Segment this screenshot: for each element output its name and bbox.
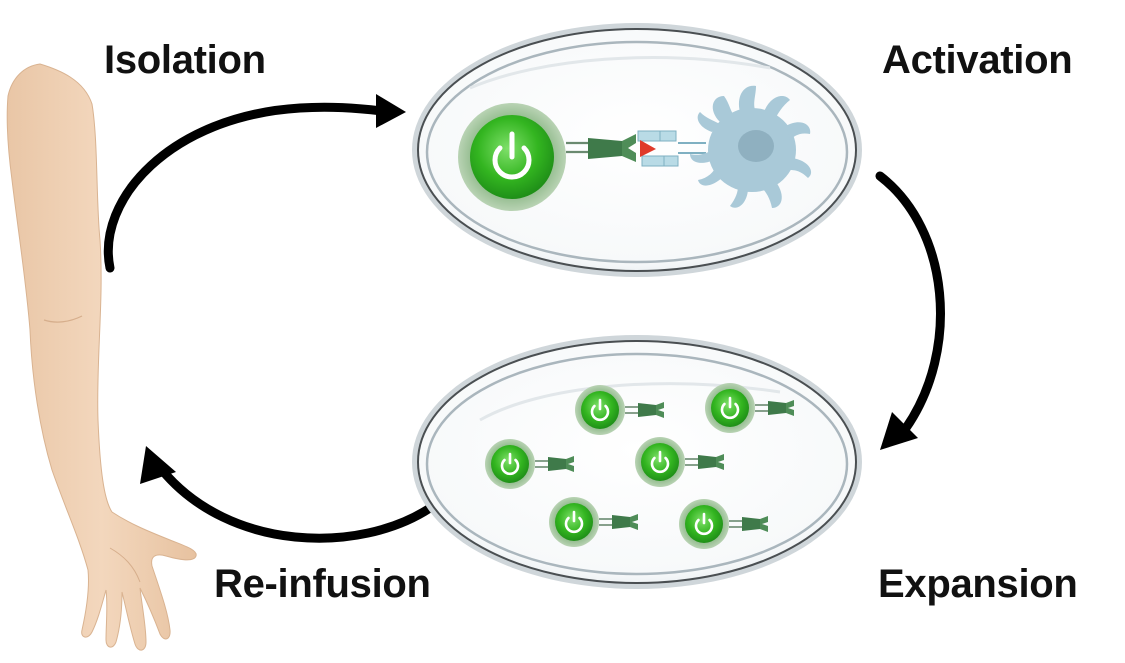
cycle-arrows xyxy=(103,94,945,543)
isolation-arrow xyxy=(103,102,387,273)
activation-dish xyxy=(412,23,862,277)
reinfusion-arrowhead xyxy=(140,446,176,484)
activation-arrow xyxy=(875,171,945,433)
dendritic-cell xyxy=(690,85,812,208)
expansion-dish xyxy=(412,335,862,589)
activated-t-cell xyxy=(458,103,566,211)
reinfusion-arrow xyxy=(157,465,435,543)
arm-illustration xyxy=(6,63,197,651)
step-label-expansion: Expansion xyxy=(878,562,1078,606)
t-cell-receptor xyxy=(566,134,636,162)
power-icon xyxy=(492,131,532,180)
mhc-antigen-complex xyxy=(637,130,706,167)
step-label-reinfusion: Re-infusion xyxy=(214,562,431,606)
step-label-activation: Activation xyxy=(882,38,1073,82)
isolation-arrowhead xyxy=(376,94,406,128)
activation-arrowhead xyxy=(880,412,918,450)
step-label-isolation: Isolation xyxy=(104,38,266,82)
